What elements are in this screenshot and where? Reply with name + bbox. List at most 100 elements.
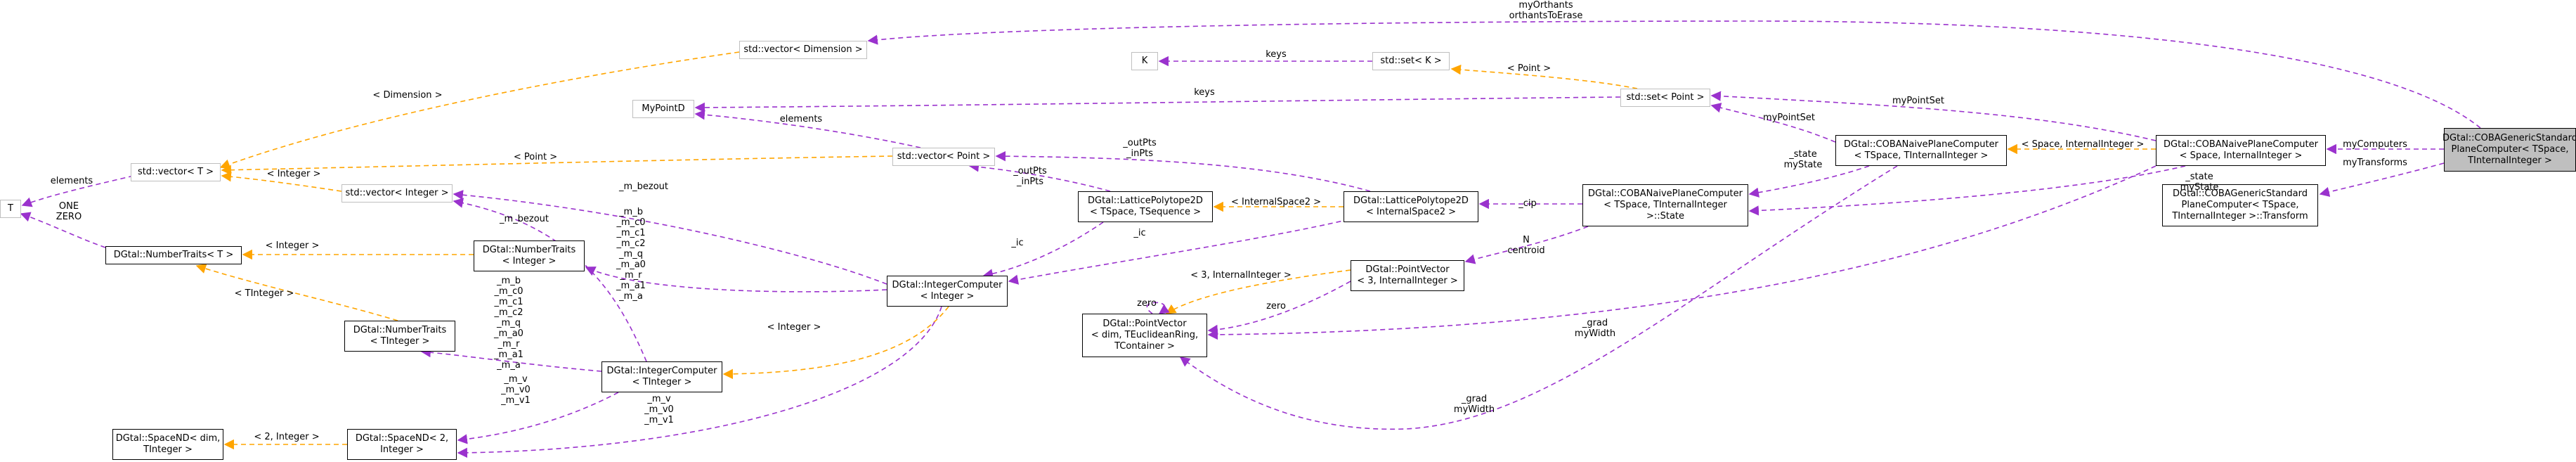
node-mypointd-line-1: MyPointD xyxy=(642,103,685,114)
node-numbertraits-tinteger[interactable]: DGtal::NumberTraits< TInteger > xyxy=(344,321,455,352)
edge-label-two-integer-line-1: < 2, Integer > xyxy=(254,432,320,442)
edge-label-integer-numbertraits-line-1: < Integer > xyxy=(265,240,320,251)
node-integercomputer-integer[interactable]: DGtal::IntegerComputer< Integer > xyxy=(887,276,1008,307)
edge-label-point-setk-line-1: < Point > xyxy=(1507,63,1552,74)
edge-label-m-bezout-side: _m_bezout xyxy=(500,214,549,224)
edge-label-m-list-right-line-8: _m_a1 xyxy=(616,281,646,291)
node-std-vector-point[interactable]: std::vector< Point > xyxy=(892,148,995,166)
node-latticepolytope2d-tsequence[interactable]: DGtal::LatticePolytope2D< TSpace, TSeque… xyxy=(1078,191,1213,222)
node-t[interactable]: T xyxy=(0,200,21,218)
edge-label-ic-left: _ic xyxy=(1011,238,1023,248)
edge-label-m-list-right-line-7: _m_r xyxy=(620,270,642,281)
node-coba-naive-state-line-2: < TSpace, TInternalInteger xyxy=(1604,200,1727,210)
edge-label-m-list-left-line-8: _m_a1 xyxy=(494,349,523,360)
node-std-set-k-line-1: std::set< K > xyxy=(1380,56,1442,66)
edge-label-state-left-line-2: myState xyxy=(1783,160,1823,170)
node-coba-naive-state[interactable]: DGtal::COBANaivePlaneComputer< TSpace, T… xyxy=(1582,184,1748,226)
edge-label-m-list-left-line-7: _m_r xyxy=(497,339,520,349)
edge-elements-t xyxy=(21,175,134,207)
edge-label-elements-t: elements xyxy=(51,176,93,186)
node-integercomputer-tinteger[interactable]: DGtal::IntegerComputer< TInteger > xyxy=(601,361,722,392)
node-numbertraits-tinteger-line-1: DGtal::NumberTraits xyxy=(353,325,447,335)
node-pointvector-dim[interactable]: DGtal::PointVector< dim, TEuclideanRing,… xyxy=(1082,314,1207,357)
node-numbertraits-t[interactable]: DGtal::NumberTraits< T > xyxy=(105,246,242,264)
edge-label-m-list-left-line-1: _m_b xyxy=(497,276,521,286)
edge-label-m-bezout-side-line-1: _m_bezout xyxy=(499,214,549,224)
edge-label-myorthants-line-1: myOrthants xyxy=(1518,0,1573,11)
edge-label-m-bezout-top-line-1: _m_bezout xyxy=(618,181,669,192)
edge-integer-integercomputer xyxy=(722,306,949,380)
node-coba-naive-plane-computer-space-line-1: DGtal::COBANaivePlaneComputer xyxy=(2164,139,2318,150)
edge-label-m-v-left-line-3: _m_v1 xyxy=(501,395,531,406)
edge-label-keys-k: keys xyxy=(1266,49,1287,60)
edge-label-mycomputers: myComputers xyxy=(2343,139,2407,150)
edge-grad-top xyxy=(1207,165,2157,340)
edge-label-cip-line-1: _cip xyxy=(1518,198,1537,209)
edge-tinteger-numbertraits xyxy=(195,264,398,321)
node-std-set-point[interactable]: std::set< Point > xyxy=(1620,89,1710,107)
edge-label-integer-vector: < Integer > xyxy=(267,169,321,179)
edge-label-ic-right-line-1: _ic xyxy=(1133,228,1146,238)
edge-label-outpts-left-line-2: _inPts xyxy=(1016,177,1044,187)
edge-label-point-setk: < Point > xyxy=(1507,63,1551,74)
node-spacend-2-integer-line-1: DGtal::SpaceND< 2, xyxy=(355,433,449,444)
edge-label-integer-numbertraits: < Integer > xyxy=(266,240,320,251)
node-coba-naive-plane-computer-space[interactable]: DGtal::COBANaivePlaneComputer< Space, In… xyxy=(2156,135,2326,166)
edge-label-myorthants-line-2: orthantsToErase xyxy=(1509,11,1583,21)
node-integercomputer-integer-line-1: DGtal::IntegerComputer xyxy=(892,280,1003,290)
node-latticepolytope2d-internalspace2[interactable]: DGtal::LatticePolytope2D< InternalSpace2… xyxy=(1344,191,1478,222)
node-std-vector-t[interactable]: std::vector< T > xyxy=(131,163,221,181)
edge-label-zero-pointvector: zero xyxy=(1266,301,1286,312)
node-spacend-dim[interactable]: DGtal::SpaceND< dim, TInteger > xyxy=(112,429,223,460)
node-latticepolytope2d-internalspace2-line-1: DGtal::LatticePolytope2D xyxy=(1353,195,1469,206)
edge-label-m-list-right-line-1: _m_b xyxy=(619,207,643,217)
edge-m-bezout-top xyxy=(453,190,887,285)
node-spacend-2-integer[interactable]: DGtal::SpaceND< 2, Integer > xyxy=(347,429,457,460)
edge-label-one-zero-line-1: ONE xyxy=(58,201,79,212)
edge-label-m-bezout-top: _m_bezout xyxy=(619,181,668,192)
edge-label-m-v-left-line-1: _m_v xyxy=(504,374,528,385)
edge-mypointset-mid xyxy=(1710,103,1836,143)
edge-label-m-list-right-line-9: _m_a xyxy=(619,291,643,302)
edge-keys-mypoint xyxy=(694,96,1621,113)
node-std-set-k[interactable]: std::set< K > xyxy=(1372,52,1450,70)
node-latticepolytope2d-tsequence-line-2: < TSpace, TSequence > xyxy=(1090,207,1201,217)
node-pointvector-dim-line-1: DGtal::PointVector xyxy=(1102,319,1187,329)
node-mypointd[interactable]: MyPointD xyxy=(632,100,694,118)
edge-label-outpts-left: _outPts_inPts xyxy=(1013,166,1047,187)
node-pointvector-3-line-2: < 3, InternalInteger > xyxy=(1357,276,1458,286)
node-t-line-1: T xyxy=(8,203,13,214)
node-coba-naive-state-line-3: >::State xyxy=(1646,211,1685,222)
node-coba-generic-standard-plane-computer-line-1: DGtal::COBAGenericStandard xyxy=(2442,133,2576,143)
edge-label-outpts-right-line-1: _outPts xyxy=(1123,138,1157,148)
edge-label-mypointset-mid: myPointSet xyxy=(1763,113,1815,123)
node-coba-naive-plane-computer-tspace-line-2: < TSpace, TInternalInteger > xyxy=(1854,150,1989,161)
edge-grad-bottom xyxy=(1179,165,1898,430)
node-k[interactable]: K xyxy=(1131,52,1158,70)
edge-label-dimension-line-1: < Dimension > xyxy=(372,90,443,101)
node-numbertraits-integer[interactable]: DGtal::NumberTraits< Integer > xyxy=(474,240,585,271)
node-spacend-dim-line-2: TInteger > xyxy=(143,444,193,455)
edge-label-ic-left-line-1: _ic xyxy=(1011,238,1024,248)
edge-label-grad-top-line-2: myWidth xyxy=(1574,328,1616,339)
node-pointvector-3[interactable]: DGtal::PointVector< 3, InternalInteger > xyxy=(1351,260,1464,291)
edge-label-elements-t-line-1: elements xyxy=(50,176,93,186)
edge-label-state-right-line-2: myState xyxy=(2180,182,2219,193)
edge-label-m-v-left-line-2: _m_v0 xyxy=(501,385,531,395)
node-integercomputer-integer-line-2: < Integer > xyxy=(920,291,975,302)
node-latticepolytope2d-tsequence-line-1: DGtal::LatticePolytope2D xyxy=(1088,195,1203,206)
node-std-vector-dimension[interactable]: std::vector< Dimension > xyxy=(739,41,867,59)
edge-outpts-left xyxy=(968,162,1111,192)
edge-label-mypointset-mid-line-1: myPointSet xyxy=(1763,113,1815,123)
node-integercomputer-tinteger-line-2: < TInteger > xyxy=(632,377,692,387)
edge-label-one-zero-line-2: ZERO xyxy=(56,212,82,222)
edge-mytransforms xyxy=(2319,162,2445,197)
node-k-line-1: K xyxy=(1141,56,1148,66)
node-coba-naive-plane-computer-tspace[interactable]: DGtal::COBANaivePlaneComputer< TSpace, T… xyxy=(1835,135,2007,166)
edge-label-zero-self: zero xyxy=(1137,298,1157,309)
node-std-vector-integer-line-1: std::vector< Integer > xyxy=(345,188,449,198)
node-std-vector-integer[interactable]: std::vector< Integer > xyxy=(341,184,453,203)
